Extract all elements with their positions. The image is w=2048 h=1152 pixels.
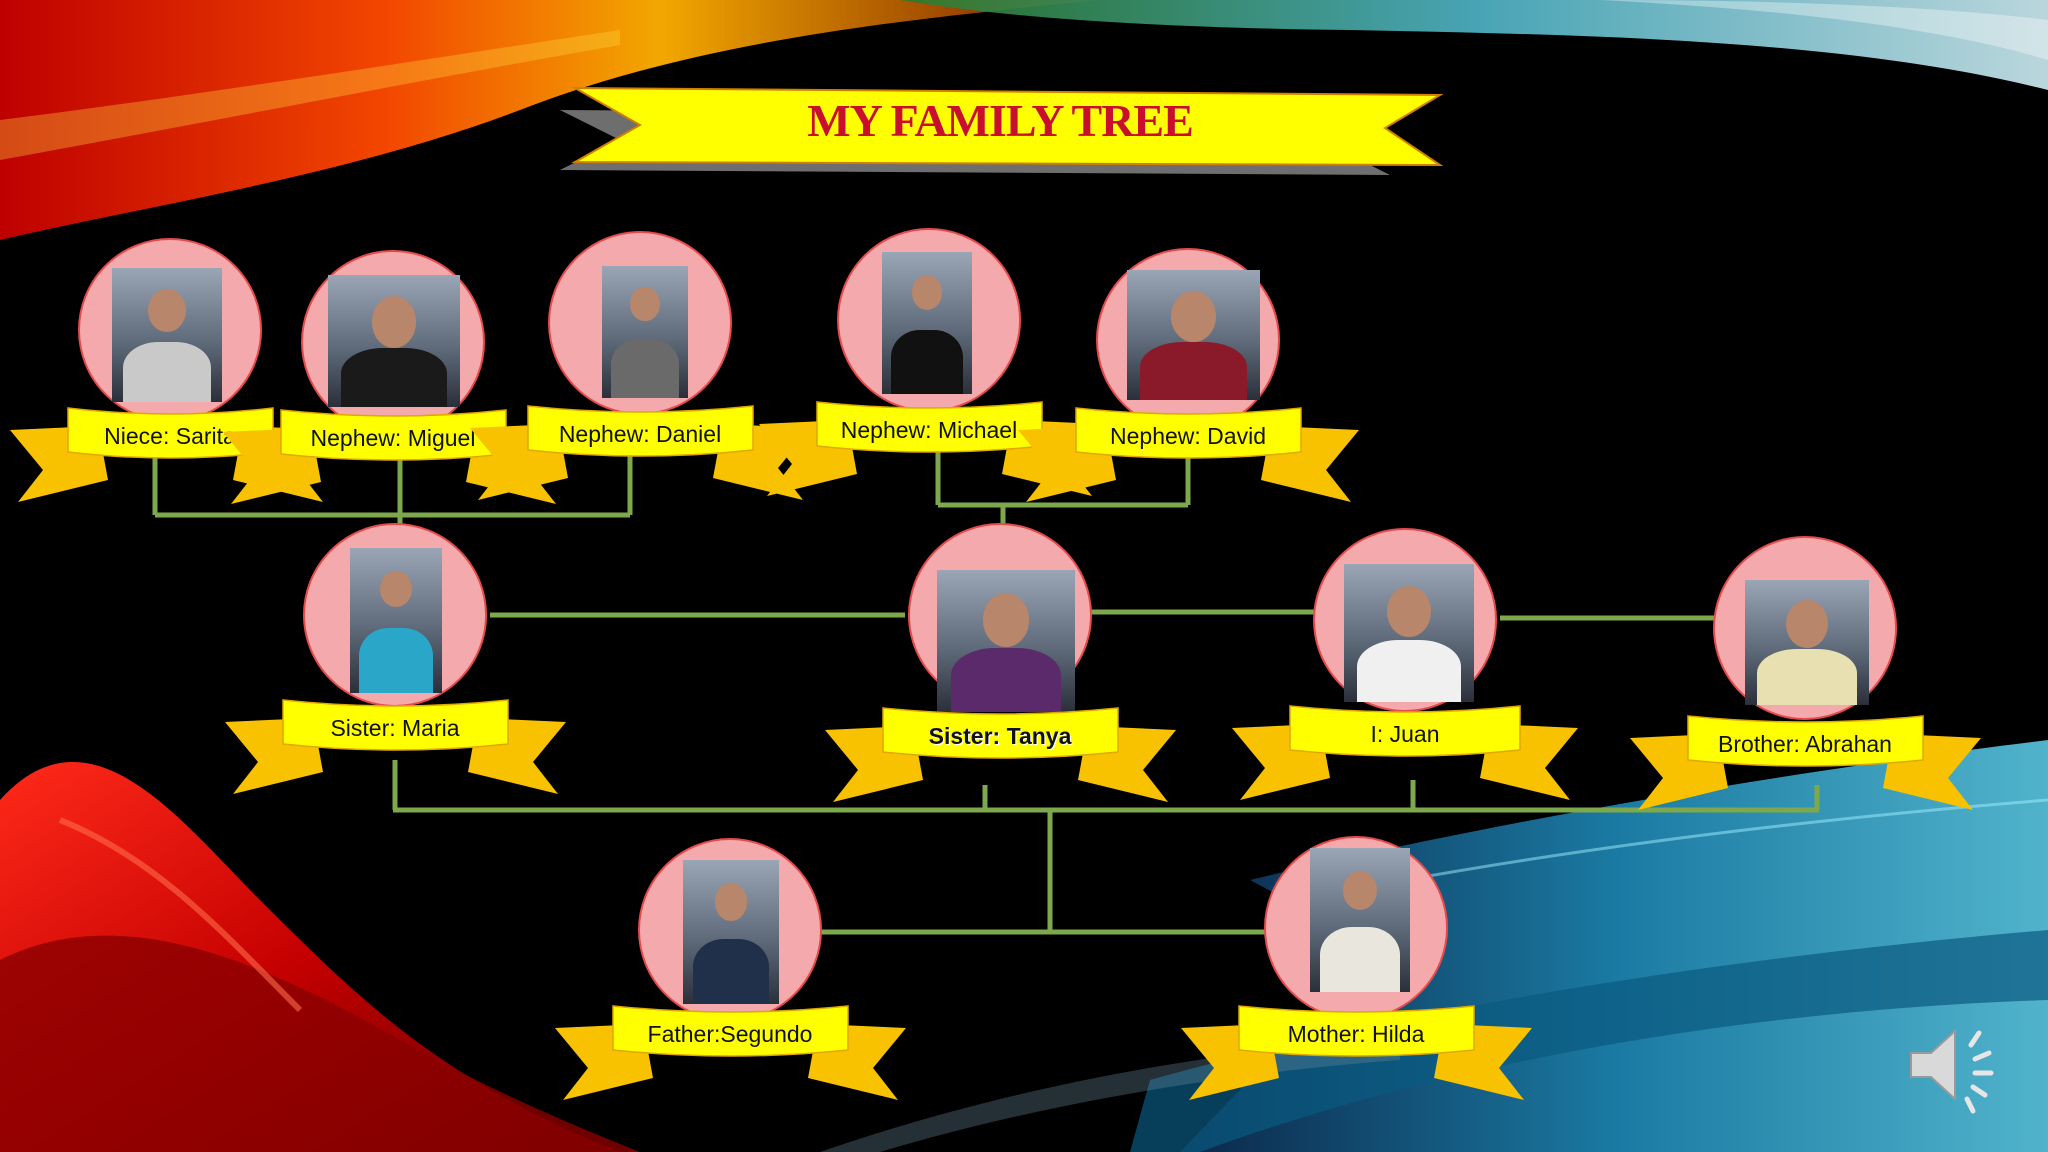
- person-head: [1386, 586, 1432, 637]
- person-head: [911, 274, 943, 310]
- person-head: [1343, 871, 1377, 911]
- person-body: [359, 627, 433, 693]
- portrait-photo: [602, 266, 688, 398]
- person-body: [610, 338, 680, 398]
- portrait-photo: [882, 252, 972, 394]
- person-head: [982, 592, 1030, 647]
- name-ribbon: [554, 1005, 906, 1100]
- member-label: Mother: Hilda: [1287, 1020, 1425, 1047]
- person-body: [891, 330, 963, 394]
- person-body: [341, 347, 447, 407]
- person-body: [1357, 639, 1461, 702]
- person-head: [380, 571, 412, 608]
- person-body: [950, 648, 1062, 712]
- person-head: [1171, 290, 1216, 342]
- member-label: Sister: Tanya: [928, 722, 1072, 749]
- member-label: Nephew: Michael: [840, 416, 1018, 443]
- name-ribbon: [1629, 715, 1981, 810]
- person-head: [714, 883, 748, 921]
- member-label: Nephew: Miguel: [310, 424, 476, 451]
- person-head: [148, 289, 186, 333]
- person-body: [1140, 341, 1247, 400]
- person-head: [371, 296, 417, 348]
- member-label: I: Juan: [1370, 720, 1440, 747]
- person-body: [1757, 648, 1857, 705]
- person-head: [1785, 600, 1829, 649]
- person-body: [123, 341, 211, 402]
- portrait-photo: [683, 860, 779, 1004]
- portrait-photo: [1127, 270, 1260, 400]
- portrait-photo: [328, 275, 460, 407]
- member-label: Sister: Maria: [330, 714, 460, 741]
- name-ribbon: [1180, 1005, 1532, 1100]
- name-ribbon: [824, 707, 1176, 802]
- member-label: Niece: Sarita: [104, 422, 236, 449]
- member-label: Father:Segundo: [647, 1020, 813, 1047]
- name-ribbon: [1017, 407, 1359, 502]
- portrait-photo: [937, 570, 1075, 712]
- title-banner: [560, 86, 1444, 175]
- name-ribbon: [1232, 705, 1578, 800]
- speaker-icon[interactable]: [1905, 1015, 2005, 1115]
- portrait-photo: [1310, 848, 1410, 992]
- person-body: [1320, 927, 1400, 992]
- person-head: [630, 287, 660, 321]
- portrait-photo: [112, 268, 222, 402]
- portrait-photo: [350, 548, 442, 693]
- portrait-photo: [1344, 564, 1474, 702]
- member-label: Nephew: David: [1110, 422, 1266, 449]
- member-label: Nephew: Daniel: [558, 420, 722, 447]
- portrait-photo: [1745, 580, 1869, 705]
- page-title: MY FAMILY TREE: [807, 94, 1194, 146]
- person-body: [692, 939, 770, 1004]
- member-label: Brother: Abrahan: [1718, 730, 1892, 757]
- name-ribbon: [224, 699, 566, 794]
